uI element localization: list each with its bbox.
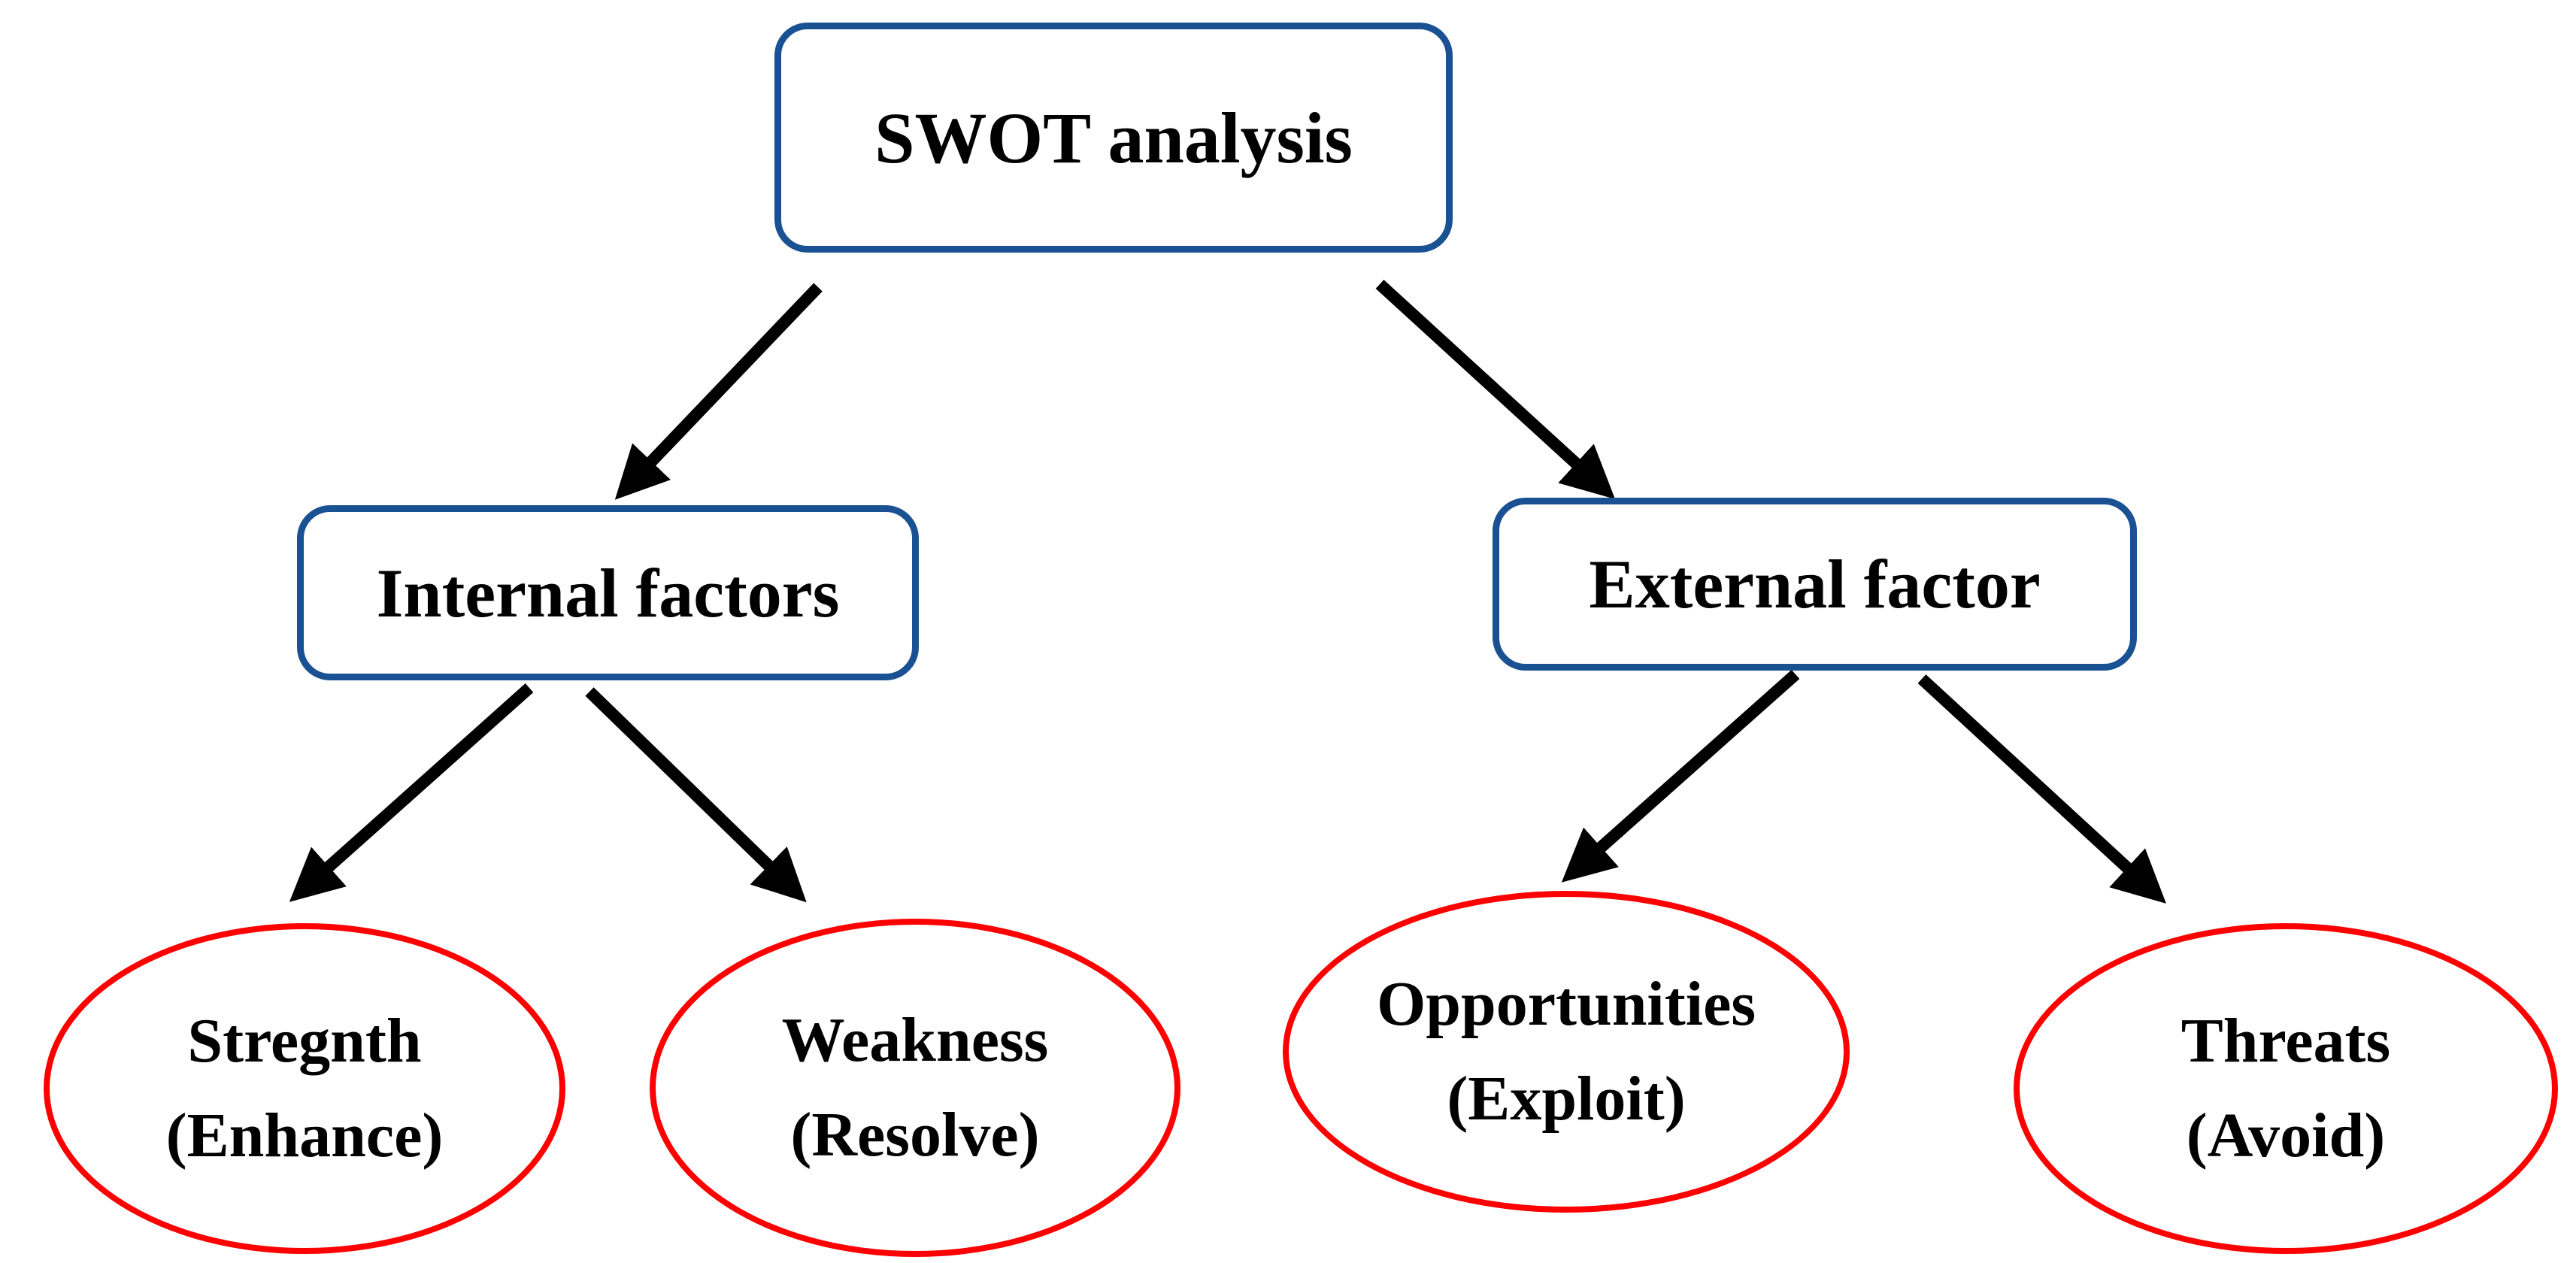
arrow-root-to-internal: [614, 283, 823, 500]
arrow-root-to-external: [1375, 280, 1615, 499]
node-strength-label: Stregnth: [187, 1006, 422, 1076]
node-swot-analysis: SWOT analysis: [774, 23, 1453, 253]
node-weakness: Weakness (Resolve): [650, 919, 1180, 1257]
node-opportunities: Opportunities (Exploit): [1283, 891, 1850, 1213]
arrow-internal-to-strength: [289, 683, 534, 902]
node-external-factor-label: External factor: [1589, 546, 2041, 622]
node-swot-analysis-label: SWOT analysis: [874, 97, 1353, 178]
node-strength: Stregnth (Enhance): [44, 923, 565, 1254]
node-threats: Threats (Avoid): [2014, 923, 2558, 1254]
node-internal-factors-label: Internal factors: [376, 554, 840, 632]
arrow-internal-to-weakness: [585, 687, 807, 903]
node-threats-sublabel: (Avoid): [2186, 1101, 2386, 1171]
arrow-external-to-threats: [1917, 674, 2166, 904]
arrow-external-to-opportunities: [1561, 670, 1800, 883]
node-opportunities-label: Opportunities: [1376, 969, 1756, 1039]
node-external-factor: External factor: [1493, 498, 2137, 671]
node-threats-label: Threats: [2181, 1006, 2391, 1076]
node-weakness-label: Weakness: [781, 1005, 1049, 1075]
node-weakness-sublabel: (Resolve): [790, 1100, 1040, 1170]
node-opportunities-sublabel: (Exploit): [1447, 1064, 1686, 1134]
node-strength-sublabel: (Enhance): [165, 1101, 444, 1171]
node-internal-factors: Internal factors: [297, 505, 919, 680]
